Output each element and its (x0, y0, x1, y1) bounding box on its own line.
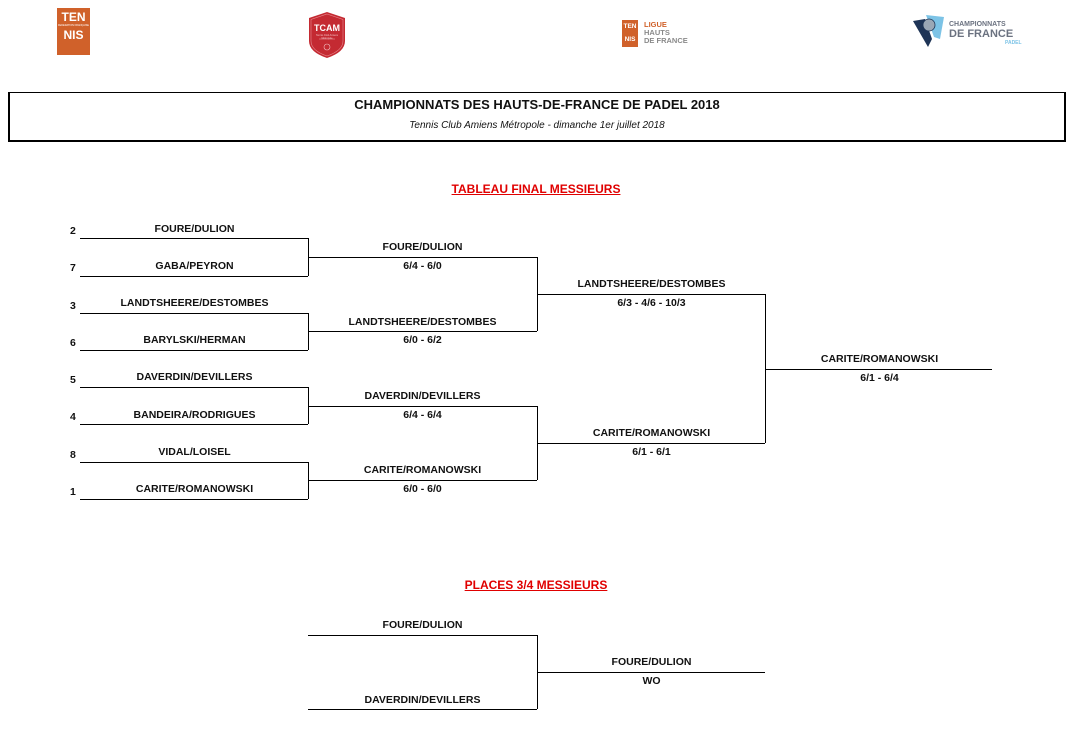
r1-team: FOURE/DULION (154, 223, 235, 235)
ligue-logo-line3: DE FRANCE (644, 36, 688, 45)
r2-score: 6/0 - 6/0 (403, 483, 442, 495)
page-subtitle: Tennis Club Amiens Métropole - dimanche … (409, 120, 665, 131)
final-winner: CARITE/ROMANOWSKI (820, 353, 939, 365)
ligue-logo-badge: TEN NIS (622, 20, 638, 47)
r1-team: CARITE/ROMANOWSKI (135, 483, 254, 495)
r1-line (80, 313, 308, 314)
r1-team: DAVERDIN/DEVILLERS (136, 371, 253, 383)
r1-line (80, 276, 308, 277)
r1-line (80, 350, 308, 351)
r1-team: BARYLSKI/HERMAN (143, 334, 246, 346)
third-place-line (308, 635, 537, 636)
r2-team: DAVERDIN/DEVILLERS (364, 390, 481, 402)
fft-logo-line1: TEN (61, 10, 86, 24)
r2-line (308, 406, 537, 407)
r1-line (80, 462, 308, 463)
tcam-shield-icon (309, 12, 345, 58)
r2-score: 6/4 - 6/0 (403, 260, 442, 272)
ligue-hdf-logo: TEN NIS LIGUE HAUTS DE FRANCE (622, 20, 702, 48)
r1-connector (308, 387, 309, 424)
page-title: CHAMPIONNATS DES HAUTS-DE-FRANCE DE PADE… (354, 97, 720, 112)
r2-score: 6/0 - 6/2 (403, 334, 442, 346)
ligue-logo-line1: LIGUE (644, 20, 667, 29)
third-place-team: DAVERDIN/DEVILLERS (364, 694, 481, 706)
semi-score: 6/1 - 6/1 (632, 446, 671, 458)
r1-team: LANDTSHEERE/DESTOMBES (120, 297, 269, 309)
ligue-badge-line1: TEN (623, 23, 637, 30)
padel-logo-line3: PADEL (1005, 40, 1022, 46)
r1-line (80, 238, 308, 239)
third-place-winner: FOURE/DULION (611, 656, 692, 668)
padel-logo-line2: DE FRANCE (949, 28, 1014, 40)
tcam-logo: TCAM Tennis Club Amiens Métropole (307, 11, 347, 59)
r2-team: LANDTSHEERE/DESTOMBES (348, 316, 497, 328)
semi-line (537, 294, 765, 295)
semi-score: 6/3 - 4/6 - 10/3 (617, 297, 686, 309)
r2-score: 6/4 - 6/4 (403, 409, 442, 421)
seed-number: 2 (70, 225, 76, 237)
third-place-score: WO (642, 675, 661, 687)
semi-team: CARITE/ROMANOWSKI (592, 427, 711, 439)
ligue-badge-line2: NIS (624, 36, 636, 43)
r2-line (308, 331, 537, 332)
r2-line (308, 257, 537, 258)
seed-number: 3 (70, 300, 76, 312)
seed-number: 4 (70, 411, 76, 423)
r1-line (80, 424, 308, 425)
r1-team: VIDAL/LOISEL (158, 446, 231, 458)
championnats-padel-logo: CHAMPIONNATS DE FRANCE PADEL (912, 13, 1032, 49)
main-draw-title: TABLEAU FINAL MESSIEURS (451, 182, 621, 196)
seed-number: 7 (70, 262, 76, 274)
r1-team: BANDEIRA/RODRIGUES (133, 409, 256, 421)
final-score: 6/1 - 6/4 (860, 372, 899, 384)
semi-line (537, 443, 765, 444)
padel-racket-icon (913, 15, 944, 47)
semi-team: LANDTSHEERE/DESTOMBES (577, 278, 726, 290)
r2-team: FOURE/DULION (382, 241, 463, 253)
r2-team: CARITE/ROMANOWSKI (363, 464, 482, 476)
tcam-logo-small: Tennis Club Amiens Métropole (316, 34, 338, 40)
r1-line (80, 499, 308, 500)
fft-tennis-logo: TEN FÉDÉRATION FRANÇAISE NIS (57, 8, 90, 55)
r2-line (308, 480, 537, 481)
seed-number: 1 (70, 486, 76, 498)
third-place-result-line (537, 672, 765, 673)
r1-line (80, 387, 308, 388)
padel-logo-line1: CHAMPIONNATS (949, 21, 1006, 28)
tcam-logo-name: TCAM (314, 23, 340, 33)
fft-logo-small: FÉDÉRATION FRANÇAISE (58, 24, 89, 27)
ligue-logo-line2: HAUTS (644, 28, 670, 37)
fft-logo-line2: NIS (63, 28, 84, 42)
final-line (765, 369, 992, 370)
semi-connector (765, 294, 766, 443)
r1-team: GABA/PEYRON (155, 260, 234, 272)
third-place-line (308, 709, 537, 710)
seed-number: 5 (70, 374, 76, 386)
header-box: CHAMPIONNATS DES HAUTS-DE-FRANCE DE PADE… (8, 92, 1066, 142)
seed-number: 6 (70, 337, 76, 349)
seed-number: 8 (70, 449, 76, 461)
third-place-team: FOURE/DULION (382, 619, 463, 631)
third-place-title: PLACES 3/4 MESSIEURS (464, 578, 608, 592)
